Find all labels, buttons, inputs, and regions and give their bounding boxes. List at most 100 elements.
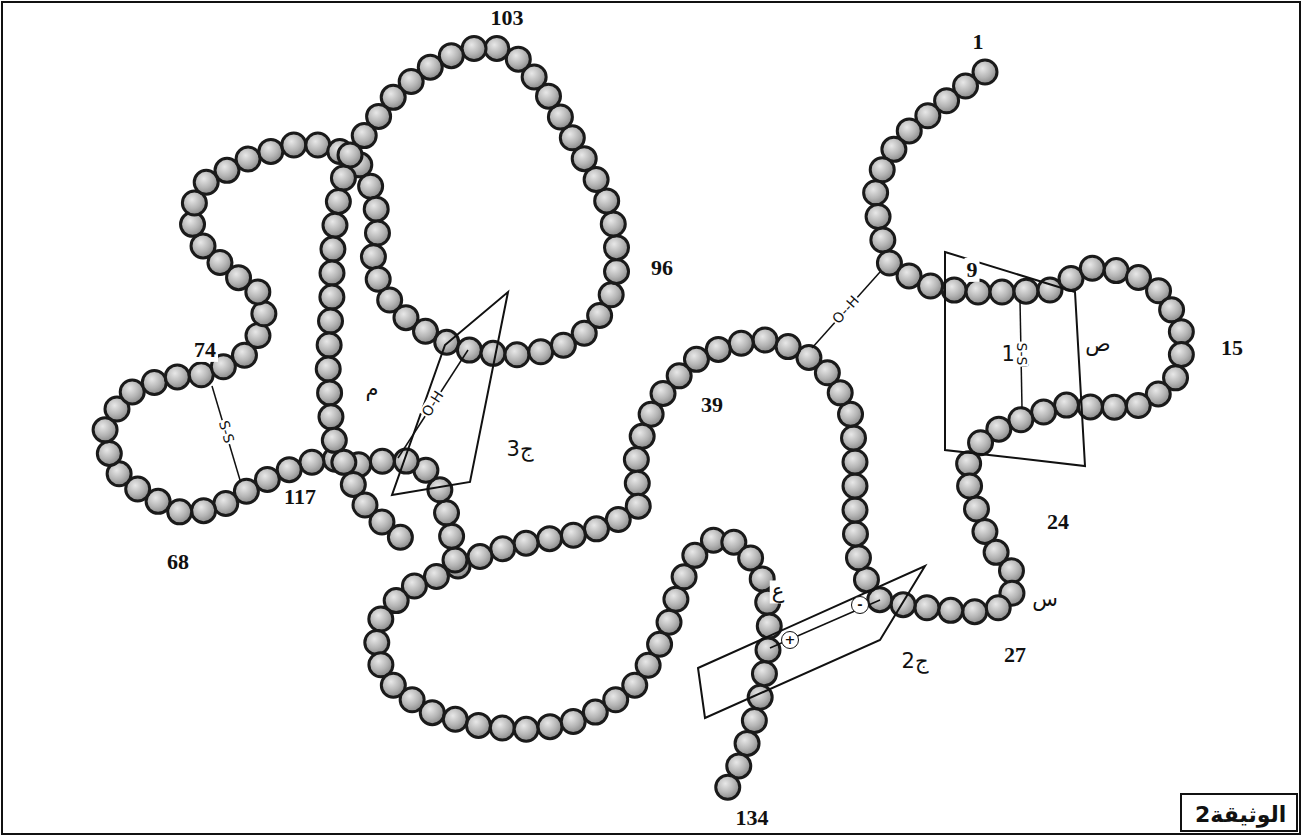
residue-number: 96 — [649, 256, 675, 280]
amino-acid-bead — [319, 309, 343, 333]
amino-acid-bead — [277, 458, 301, 482]
residue-number: 9 — [965, 258, 980, 282]
amino-acid-bead — [332, 450, 356, 474]
amino-acid-bead — [306, 133, 330, 157]
amino-acid-bead — [259, 139, 283, 163]
amino-acid-bead — [584, 517, 608, 541]
amino-acid-bead — [485, 36, 509, 60]
amino-acid-bead — [320, 285, 344, 309]
amino-acid-bead — [986, 596, 1010, 620]
amino-acid-bead — [1126, 394, 1150, 418]
amino-acid-bead — [706, 337, 730, 361]
amino-acid-bead — [1014, 279, 1038, 303]
amino-acid-bead — [605, 236, 629, 260]
amino-acid-bead — [322, 428, 346, 452]
region-label: ج2 — [900, 650, 931, 673]
amino-acid-bead — [538, 715, 562, 739]
amino-acid-bead — [966, 280, 990, 304]
amino-acid-bead — [919, 274, 943, 298]
amino-acid-bead — [440, 524, 464, 548]
residue-number: 15 — [1219, 336, 1245, 360]
amino-acid-bead — [538, 527, 562, 551]
bond-lines — [212, 272, 1022, 648]
amino-acid-bead — [624, 448, 648, 472]
amino-acid-bead — [776, 335, 800, 359]
amino-acid-bead — [321, 237, 345, 261]
amino-acid-bead — [1009, 408, 1033, 432]
amino-acid-bead — [864, 181, 888, 205]
amino-acid-bead — [716, 775, 740, 799]
amino-acid-bead — [843, 450, 867, 474]
amino-acid-bead — [958, 474, 982, 498]
amino-acid-bead — [514, 531, 538, 555]
amino-acid-bead — [753, 328, 777, 352]
amino-acid-bead — [999, 559, 1023, 583]
amino-acid-bead — [657, 610, 681, 634]
disulfide-line — [212, 386, 240, 480]
amino-acid-bead — [843, 498, 867, 522]
amino-acid-bead — [514, 717, 538, 741]
amino-acid-bead — [462, 36, 486, 60]
residue-number: 39 — [699, 393, 725, 417]
region-label: ص — [1083, 333, 1112, 356]
hydrogen-line — [812, 272, 880, 348]
amino-acid-bead — [214, 492, 238, 516]
amino-acid-bead — [142, 371, 166, 395]
amino-acid-bead — [605, 259, 629, 283]
amino-acid-bead — [252, 302, 276, 326]
amino-acid-bead — [990, 280, 1014, 304]
amino-acid-bead — [319, 405, 343, 429]
zone-outline — [698, 566, 925, 718]
amino-acid-bead — [468, 545, 492, 569]
amino-acid-bead — [338, 143, 362, 167]
amino-acid-bead — [316, 357, 340, 381]
document-tag: الوثيقة2 — [1180, 793, 1298, 832]
zone-outline — [392, 292, 508, 495]
amino-acid-bead — [752, 662, 776, 686]
amino-acid-bead — [388, 525, 412, 549]
document-label: الوثيقة2 — [1195, 802, 1286, 827]
amino-acid-bead — [420, 701, 444, 725]
amino-acid-bead — [320, 261, 344, 285]
amino-acid-bead — [370, 449, 394, 473]
amino-acid-bead — [282, 133, 306, 157]
amino-acid-bead — [491, 537, 515, 561]
amino-acid-bead — [601, 212, 625, 236]
region-label: س — [1030, 588, 1060, 611]
amino-acid-bead — [323, 213, 347, 237]
amino-acid-bead — [891, 593, 915, 617]
amino-acid-bead — [457, 338, 481, 362]
amino-acid-bead — [599, 283, 623, 307]
amino-acid-bead — [1102, 395, 1126, 419]
bond-label: O--H — [829, 292, 863, 328]
amino-acid-bead — [365, 630, 389, 654]
amino-acid-bead — [963, 600, 987, 624]
amino-acid-bead — [870, 158, 894, 182]
amino-acid-bead — [625, 471, 649, 495]
amino-acid-bead — [756, 638, 780, 662]
amino-acid-bead — [1169, 343, 1193, 367]
amino-acid-bead — [846, 546, 870, 570]
amino-acid-bead — [236, 147, 260, 171]
amino-acid-bead — [630, 424, 654, 448]
amino-acid-bead — [435, 501, 459, 525]
amino-acid-bead — [639, 402, 663, 426]
amino-acid-bead — [1080, 256, 1104, 280]
amino-acid-bead — [326, 189, 350, 213]
hydrogen-line — [398, 350, 468, 458]
amino-acid-bead — [443, 548, 467, 572]
amino-acid-bead — [246, 324, 270, 348]
residue-number: 117 — [282, 485, 318, 509]
residue-number: 68 — [165, 550, 191, 574]
amino-acid-bead — [1032, 400, 1056, 424]
amino-acid-bead — [742, 709, 766, 733]
residue-number: 74 — [192, 338, 218, 362]
amino-acid-bead — [1054, 393, 1078, 417]
region-label: ج3 — [505, 438, 536, 461]
amino-acid-bead — [490, 716, 514, 740]
amino-acid-bead — [364, 197, 388, 221]
